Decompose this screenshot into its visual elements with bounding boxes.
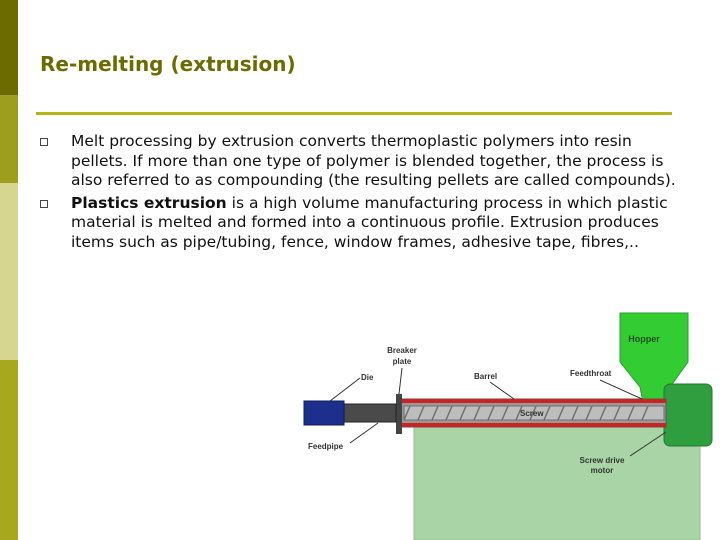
screw-label: Screw xyxy=(520,409,544,418)
breaker-label: Breaker xyxy=(387,346,417,355)
barrel-label: Barrel xyxy=(474,372,497,381)
breaker-pointer xyxy=(398,367,403,395)
slide-title: Re-melting (extrusion) xyxy=(40,52,296,76)
breaker-plate xyxy=(396,394,402,434)
feedthroat-label: Feedthroat xyxy=(570,369,612,378)
screw-drive-label: Screw drive xyxy=(580,456,625,465)
extruder-diagram: Hopper Breaker plate Die Barrel Feedthro… xyxy=(303,312,713,540)
barrel-heater-top xyxy=(400,399,666,403)
barrel-heater-bottom xyxy=(400,423,666,427)
motor-label: motor xyxy=(591,466,614,475)
title-divider xyxy=(36,112,672,115)
hopper-label: Hopper xyxy=(628,334,660,344)
bullet-item: Plastics extrusion is a high volume manu… xyxy=(40,194,680,253)
barrel-pointer xyxy=(489,381,515,400)
feedpipe-pointer xyxy=(349,422,379,444)
bullet-list: Melt processing by extrusion converts th… xyxy=(40,132,680,256)
square-bullet-icon xyxy=(40,199,48,208)
die-label: Die xyxy=(361,373,374,382)
screw-drive-motor xyxy=(663,383,713,447)
bullet-text: Melt processing by extrusion converts th… xyxy=(71,132,676,190)
sidebar-segment-4 xyxy=(0,360,18,540)
plate-label: plate xyxy=(393,357,412,366)
screw-flights xyxy=(403,405,649,421)
bullet-lead-term: Plastics extrusion xyxy=(71,193,227,212)
screw xyxy=(403,405,665,421)
feedthroat-pointer xyxy=(599,379,643,400)
bullet-text: is a high volume manufacturing process i… xyxy=(71,193,668,251)
bullet-item: Melt processing by extrusion converts th… xyxy=(40,132,680,191)
feedpipe-label: Feedpipe xyxy=(308,442,344,451)
die xyxy=(303,400,345,426)
sidebar-segment-2 xyxy=(0,95,18,183)
machine-base xyxy=(413,424,701,540)
die-pointer xyxy=(329,377,361,402)
die-adapter xyxy=(343,403,397,423)
sidebar-segment-1 xyxy=(0,0,18,95)
sidebar-segment-3 xyxy=(0,183,18,360)
motor-pointer xyxy=(629,431,667,457)
square-bullet-icon xyxy=(40,138,48,146)
